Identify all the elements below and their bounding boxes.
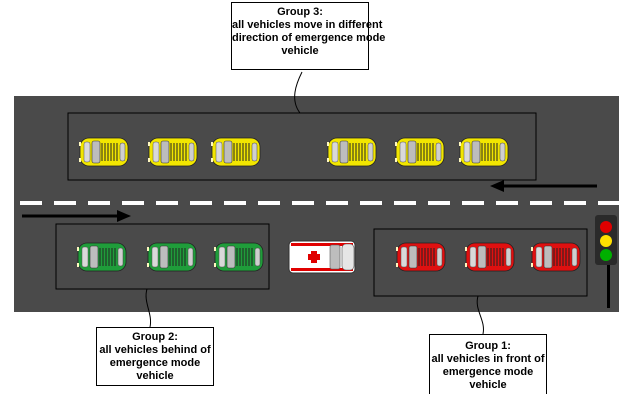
group3-callout: Group 3: all vehicles move in different … bbox=[231, 2, 386, 70]
group2-line-1: all vehicles behind of bbox=[99, 344, 211, 356]
lane-dash bbox=[88, 201, 110, 205]
group3-line-1: all vehicles move in different bbox=[232, 19, 383, 31]
group1-line-2: emergence mode bbox=[442, 366, 534, 378]
direction-arrow-right bbox=[22, 210, 131, 222]
lane-dash bbox=[292, 201, 314, 205]
car-yellow-1 bbox=[78, 137, 129, 167]
lane-dash bbox=[428, 201, 450, 205]
car-yellow-6 bbox=[458, 137, 509, 167]
lane-dash bbox=[360, 201, 382, 205]
car-yellow-4 bbox=[326, 137, 377, 167]
car-yellow-2 bbox=[147, 137, 198, 167]
group1-box bbox=[373, 228, 588, 297]
car-yellow-5 bbox=[394, 137, 445, 167]
group3-line-2: direction of emergence mode bbox=[232, 32, 386, 44]
lane-dash bbox=[224, 201, 246, 205]
group2-line-3: vehicle bbox=[136, 370, 174, 382]
group3-line-3: vehicle bbox=[281, 45, 319, 57]
ambulance-icon bbox=[288, 240, 356, 274]
group1-title: Group 1: bbox=[465, 340, 511, 352]
lane-dash bbox=[496, 201, 518, 205]
lane-dash bbox=[54, 201, 76, 205]
group2-connector bbox=[145, 288, 152, 328]
road bbox=[14, 96, 619, 312]
lane-dash bbox=[598, 201, 619, 205]
lane-dash bbox=[122, 201, 144, 205]
group2-box bbox=[55, 223, 270, 290]
car-red-2 bbox=[464, 242, 515, 272]
lane-dash bbox=[190, 201, 212, 205]
lane-dash bbox=[258, 201, 280, 205]
lane-dash bbox=[156, 201, 178, 205]
traffic-light-icon bbox=[595, 215, 617, 308]
group2-title: Group 2: bbox=[132, 331, 178, 343]
group3-connector bbox=[294, 71, 303, 114]
lane-dash bbox=[564, 201, 586, 205]
group3-box bbox=[67, 112, 537, 181]
group1-line-1: all vehicles in front of bbox=[431, 353, 545, 365]
lane-dash bbox=[462, 201, 484, 205]
car-green-1 bbox=[76, 242, 127, 272]
car-green-3 bbox=[213, 242, 264, 272]
lane-dash bbox=[20, 201, 42, 205]
group1-callout: Group 1: all vehicles in front of emerge… bbox=[429, 334, 547, 394]
group1-connector bbox=[476, 295, 484, 335]
lane-dash bbox=[394, 201, 416, 205]
group2-line-2: emergence mode bbox=[109, 357, 201, 369]
group2-callout: Group 2: all vehicles behind of emergenc… bbox=[96, 327, 214, 386]
lane-dash bbox=[326, 201, 348, 205]
lane-dash bbox=[530, 201, 552, 205]
direction-arrow-left bbox=[490, 180, 597, 192]
car-yellow-3 bbox=[210, 137, 261, 167]
car-red-3 bbox=[530, 242, 581, 272]
car-red-1 bbox=[395, 242, 446, 272]
group1-line-3: vehicle bbox=[469, 379, 507, 391]
group3-title: Group 3: bbox=[277, 6, 323, 18]
lane-marking bbox=[20, 201, 619, 205]
car-green-2 bbox=[146, 242, 197, 272]
